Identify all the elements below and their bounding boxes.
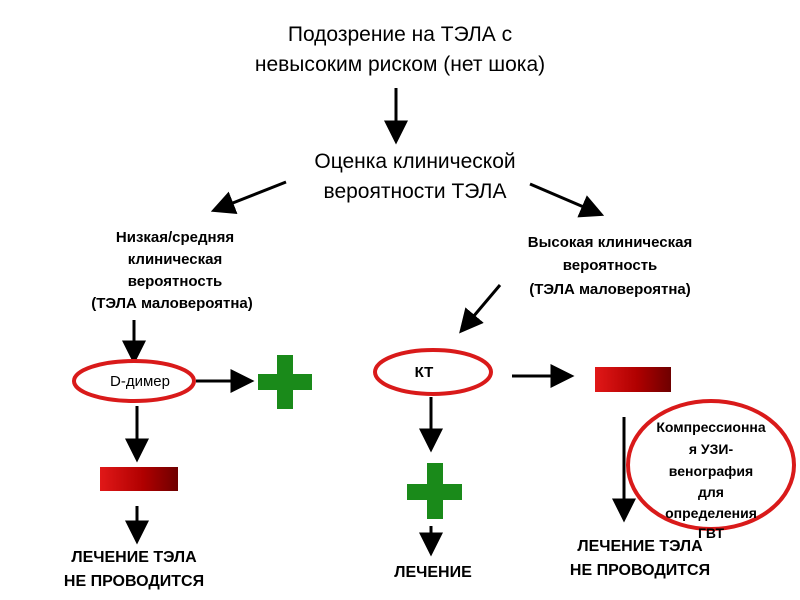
- ultrasound-line-5: определения: [665, 505, 757, 521]
- low-probability-line-3: вероятность: [128, 273, 223, 290]
- green-plus-icon: [407, 463, 462, 519]
- high-probability-line-2: вероятность: [563, 257, 658, 274]
- ct-ellipse: [373, 348, 493, 396]
- title-line-1: Подозрение на ТЭЛА с: [288, 23, 512, 46]
- no-treatment-left-line-2: НЕ ПРОВОДИТСЯ: [64, 573, 204, 590]
- title-line-2: невысоким риском (нет шока): [255, 53, 545, 76]
- low-probability-line-1: Низкая/средняя: [116, 229, 234, 246]
- assessment-line-1: Оценка клинической: [314, 150, 515, 173]
- low-probability-line-4: (ТЭЛА маловероятна): [91, 295, 253, 312]
- red-minus-bar-icon: [100, 467, 178, 491]
- arrow-to-high-probability: [529, 182, 605, 218]
- d-dimer-ellipse: [72, 359, 196, 403]
- ultrasound-line-1: Компрессионна: [656, 419, 766, 435]
- ultrasound-line-2: я УЗИ-: [689, 441, 734, 457]
- arrow-to-ct: [459, 284, 502, 334]
- assessment-line-2: вероятности ТЭЛА: [324, 180, 507, 203]
- green-plus-icon: [258, 355, 312, 409]
- no-treatment-right-line-1: ЛЕЧЕНИЕ ТЭЛА: [577, 538, 703, 555]
- red-minus-bar-icon: [595, 367, 671, 392]
- arrow-to-low-probability: [210, 180, 287, 215]
- d-dimer-label: D-димер: [110, 373, 170, 390]
- low-probability-line-2: клиническая: [128, 251, 223, 268]
- high-probability-line-3: (ТЭЛА маловероятна): [529, 281, 691, 298]
- high-probability-line-1: Высокая клиническая: [528, 234, 692, 251]
- treatment-label: ЛЕЧЕНИЕ: [394, 564, 472, 581]
- ultrasound-line-4: для: [698, 484, 724, 500]
- no-treatment-right-line-2: НЕ ПРОВОДИТСЯ: [570, 562, 710, 579]
- no-treatment-left-line-1: ЛЕЧЕНИЕ ТЭЛА: [71, 549, 197, 566]
- ultrasound-line-6: ГВТ: [698, 525, 725, 541]
- ultrasound-ellipse: [626, 399, 796, 531]
- ct-label: КТ: [415, 364, 434, 381]
- ultrasound-line-3: венография: [669, 463, 753, 479]
